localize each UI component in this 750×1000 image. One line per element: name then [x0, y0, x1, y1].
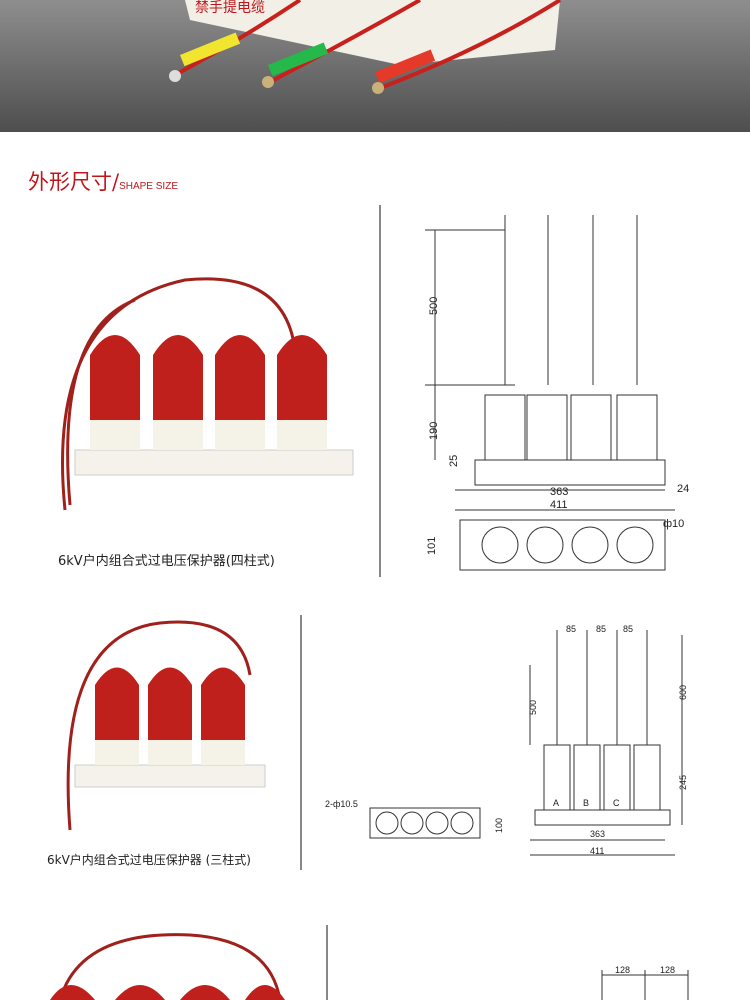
title-en: SHAPE SIZE	[119, 181, 178, 192]
product-photo-banner: 禁手提电缆	[0, 0, 750, 132]
phase-c: C	[613, 798, 620, 808]
four-column-dimension-drawing: 500 190 25 363 411 24 101 ф10	[425, 215, 689, 571]
three-column-dimension-drawing: 85 85 85 500 600 245 A B C 2-ф10.5 100 3…	[325, 624, 688, 856]
section-title: 外形尺寸/SHAPE SIZE	[28, 166, 178, 196]
dim-25: 25	[448, 455, 460, 467]
dim-363: 363	[550, 486, 568, 498]
dim-363: 363	[590, 829, 605, 839]
dim-245: 245	[678, 775, 688, 790]
four-column-arrester-photo	[61, 277, 354, 511]
arrester-photo-partial	[50, 933, 285, 1000]
dimension-drawing-partial: 128 128	[601, 965, 689, 1000]
pitch-2: 85	[596, 624, 606, 634]
product-caption: 6kV户内组合式过电压保护器 (三柱式)	[47, 853, 251, 867]
dim-101: 101	[426, 537, 438, 555]
arrester-cables-photo: 禁手提电缆	[169, 0, 562, 94]
phase-b: B	[583, 798, 589, 808]
dim-500: 500	[428, 297, 440, 315]
divider	[326, 925, 328, 1000]
dim-411: 411	[590, 846, 604, 856]
dim-600: 600	[678, 685, 688, 700]
phase-a: A	[553, 798, 559, 808]
product-caption: 6kV户内组合式过电压保护器(四柱式)	[58, 554, 275, 569]
divider	[300, 615, 302, 870]
pitch-1: 128	[615, 965, 630, 975]
divider	[379, 205, 381, 577]
dim-hole: 2-ф10.5	[325, 799, 358, 809]
pitch-1: 85	[566, 624, 576, 634]
dim-24: 24	[677, 483, 689, 495]
dim-411: 411	[550, 499, 568, 511]
pitch-2: 128	[660, 965, 675, 975]
pitch-3: 85	[623, 624, 633, 634]
dim-190: 190	[428, 422, 440, 440]
dim-100: 100	[494, 818, 504, 833]
dim-500: 500	[528, 700, 538, 715]
title-cn: 外形尺寸/	[28, 170, 120, 194]
banner-label: 禁手提电缆	[195, 0, 265, 15]
three-column-arrester-photo	[66, 620, 266, 831]
dim-hole: ф10	[663, 518, 684, 530]
